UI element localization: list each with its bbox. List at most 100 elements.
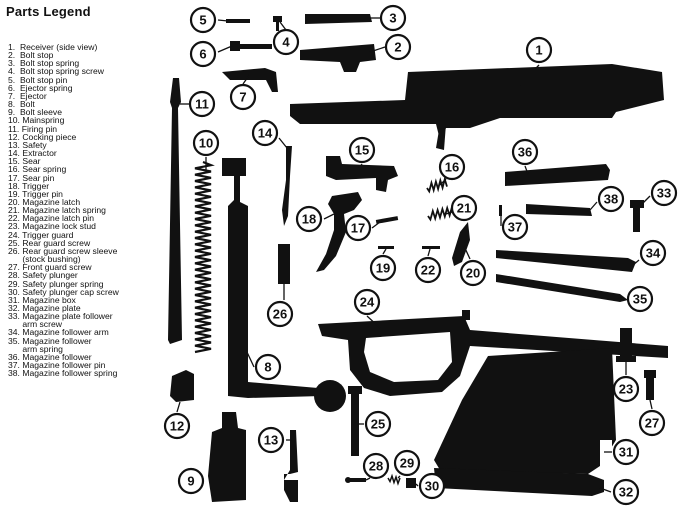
- leader-line-7: [242, 73, 251, 85]
- callout-2: 2: [384, 33, 412, 61]
- callout-37: 37: [501, 213, 529, 241]
- callout-number: 26: [273, 307, 287, 322]
- callout-circle: [438, 153, 466, 181]
- legend-item: 21. Magazine latch spring: [8, 205, 106, 216]
- callout-number: 11: [195, 97, 209, 112]
- legend-item: 23. Magazine lock stud: [8, 221, 96, 232]
- callout-38: 38: [597, 185, 625, 213]
- part-trigger: [316, 192, 362, 272]
- leader-line-24: [366, 315, 381, 329]
- callout-circle: [638, 409, 666, 437]
- legend-item: 14. Extractor: [8, 148, 57, 159]
- legend-item: 11. Firing pin: [8, 123, 58, 134]
- callout-circle: [163, 412, 191, 440]
- leader-line-6: [217, 45, 233, 53]
- legend-item: 27. Front guard screw: [8, 262, 92, 273]
- callout-3: 3: [379, 4, 407, 32]
- callout-number: 19: [376, 261, 390, 276]
- callout-number: 4: [282, 35, 290, 50]
- part-magazine-plate: [434, 468, 604, 496]
- callout-9: 9: [177, 467, 205, 495]
- callout-number: 7: [239, 90, 246, 105]
- callout-circle: [414, 256, 442, 284]
- legend-item: 34. Magazine follower arm: [8, 327, 109, 338]
- callout-number: 3: [389, 11, 396, 26]
- part-bolt: [222, 158, 346, 412]
- callout-14: 14: [251, 119, 279, 147]
- leader-line-8: [245, 349, 255, 368]
- callout-number: 25: [371, 417, 385, 432]
- callout-32: 32: [612, 478, 640, 506]
- callout-circle: [295, 205, 323, 233]
- leader-line-2: [369, 46, 386, 53]
- callout-circle: [189, 40, 217, 68]
- part-extractor: [282, 146, 292, 226]
- part-trigger-guard: [318, 310, 668, 396]
- callout-circle: [369, 254, 397, 282]
- part-sear-pin: [375, 216, 399, 224]
- callout-number: 23: [619, 382, 633, 397]
- callout-circle: [362, 452, 390, 480]
- callout-number: 20: [466, 266, 480, 281]
- legend-item: 19. Trigger pin: [8, 188, 63, 199]
- callout-10: 10: [192, 129, 220, 157]
- leader-line-12: [176, 401, 181, 413]
- callout-circle: [177, 467, 205, 495]
- legend-item: 5. Bolt stop pin: [8, 74, 68, 85]
- callout-15: 15: [348, 136, 376, 164]
- part-front-guard-screw: [644, 370, 656, 400]
- part-magazine-follower-arm: [496, 250, 636, 272]
- callout-circle: [459, 259, 487, 287]
- leader-line-14: [278, 137, 288, 149]
- part-mainspring: [194, 160, 215, 354]
- part-magazine-follower-spring: [526, 204, 592, 216]
- callout-33: 33: [650, 179, 678, 207]
- legend-item: 32. Magazine plate: [8, 303, 81, 313]
- callout-number: 30: [425, 479, 439, 494]
- part-bolt-stop-pin: [226, 19, 250, 23]
- part-magazine-latch-spring: [427, 204, 453, 222]
- callout-number: 32: [619, 485, 633, 500]
- callout-circle: [266, 300, 294, 328]
- leader-line-20: [463, 245, 471, 260]
- part-sear: [326, 156, 398, 192]
- callout-27: 27: [638, 409, 666, 437]
- callout-31: 31: [612, 438, 640, 466]
- callout-circle: [650, 179, 678, 207]
- callout-34: 34: [639, 239, 667, 267]
- callout-circle: [251, 119, 279, 147]
- legend-item: 29. Safety plunger spring: [8, 278, 104, 289]
- callout-number: 14: [258, 126, 273, 141]
- callout-circle: [597, 185, 625, 213]
- callout-circle: [272, 28, 300, 56]
- part-follower-arm-screw: [630, 200, 644, 232]
- legend-item: 10. Mainspring: [8, 115, 65, 126]
- leader-line-27: [649, 399, 653, 410]
- legend-item: 36. Magazine follower: [8, 351, 92, 362]
- legend-item: 12. Cocking piece: [8, 131, 77, 142]
- leader-line-1: [519, 64, 540, 86]
- callout-number: 27: [645, 416, 659, 431]
- callout-20: 20: [459, 259, 487, 287]
- callout-number: 13: [264, 433, 278, 448]
- callout-19: 19: [369, 254, 397, 282]
- callout-17: 17: [344, 214, 372, 242]
- callout-24: 24: [353, 288, 381, 316]
- callout-circle: [525, 36, 553, 64]
- legend-item: 22. Magazine latch pin: [8, 213, 94, 224]
- legend-item: 28. Safety plunger: [8, 270, 78, 281]
- callout-16: 16: [438, 153, 466, 181]
- legend-item: 6. Ejector spring: [8, 82, 73, 93]
- legend-item: 33. Magazine plate follower: [8, 311, 113, 322]
- callout-21: 21: [450, 194, 478, 222]
- callout-circle: [379, 4, 407, 32]
- part-ejector-spring: [230, 41, 272, 51]
- part-sear-spring: [426, 175, 448, 194]
- callout-number: 10: [199, 136, 213, 151]
- leader-line-4: [279, 21, 287, 31]
- part-magazine-follower: [505, 164, 610, 186]
- legend-item: 31. Magazine box: [8, 294, 76, 305]
